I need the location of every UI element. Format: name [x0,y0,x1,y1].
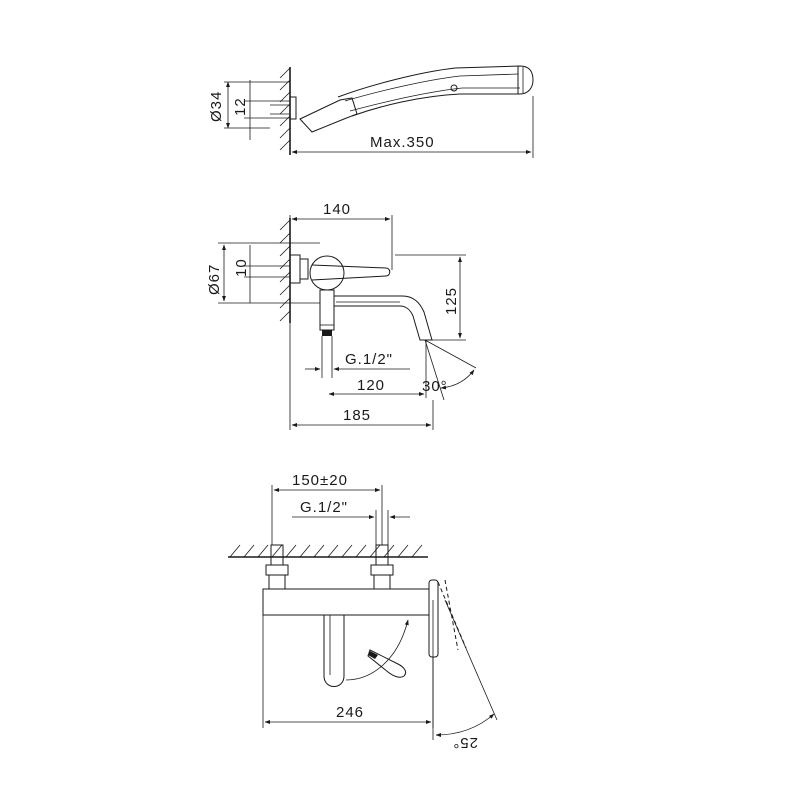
diverter-arc [345,619,409,681]
thread-connector [322,330,332,336]
diameter-label: Ø67 [206,264,223,295]
length-label: Max.350 [370,134,435,151]
spout-label: 120 [357,377,385,394]
right-flange [373,574,391,590]
mixer-body [309,255,345,291]
mixer-side-view: 140 Ø67 10 125 G.1/2" 120 30° 18 [206,201,477,430]
wall-flange [289,254,301,284]
shower-holder [299,97,358,133]
wall-bracket [289,96,297,120]
angle-label: 25° [452,734,478,751]
left-flange [268,574,286,590]
hand-shower-body [337,65,534,117]
spout [334,295,433,341]
connector [299,258,309,280]
wall-hatch [279,219,291,322]
hand-shower-view: Ø34 12 Max.350 [208,65,534,158]
thread-label: G.1/2" [300,499,348,516]
angle-label: 30° [422,378,448,395]
outlet-pipe [319,289,335,331]
offset-label: 12 [232,97,249,116]
total-label: 185 [343,407,371,424]
mixer-front-view: 150±20 G.1/2" 246 25° [228,472,498,751]
hand-shower-icon [367,649,407,678]
right-nut [370,564,394,576]
mixer-body-front [262,588,430,616]
wall-hatch [229,544,423,558]
width-label: 246 [336,704,364,721]
diameter-label: Ø34 [208,91,225,122]
wall-hatch [279,67,291,151]
spout-front [323,615,345,687]
side-lever [428,579,439,658]
left-nut [265,564,289,576]
offset-label: 10 [233,258,250,277]
spray-button [450,84,458,92]
spacing-label: 150±20 [292,472,348,489]
lever-handle [311,264,391,281]
height-label: 125 [443,287,460,315]
width-label: 140 [323,201,351,218]
left-eccentric [270,544,284,566]
thread-label: G.1/2" [345,351,393,368]
